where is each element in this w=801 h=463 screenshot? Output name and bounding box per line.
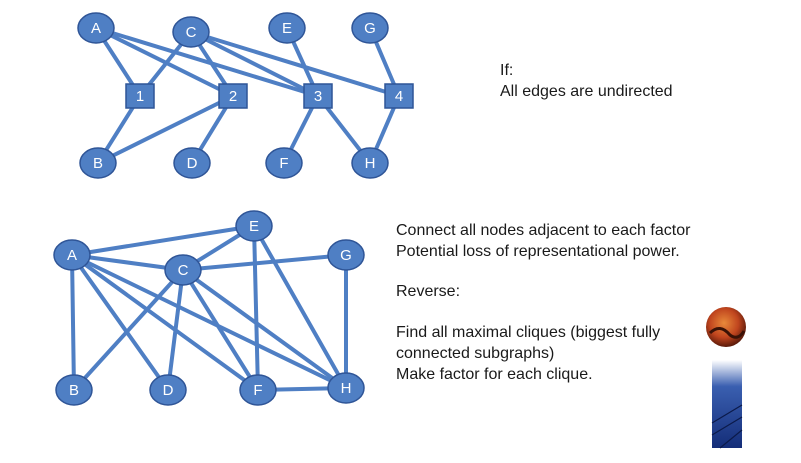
factor-node-3: 3 <box>303 83 333 109</box>
loss-text: Potential loss of representational power… <box>396 243 680 260</box>
bottom-node-label-a: A <box>67 247 77 264</box>
connect-text: Connect all nodes adjacent to each facto… <box>396 222 691 239</box>
bottom-edge-a-h <box>70 253 348 390</box>
factor-node-2: 2 <box>218 83 248 109</box>
top-node-label-b: B <box>93 155 103 172</box>
top-node-label-c: C <box>186 24 197 41</box>
bottom-edge-a-d <box>70 253 170 392</box>
condition-text: All edges are undirected <box>500 83 673 100</box>
bottom-edge-e-h <box>252 224 348 390</box>
top-node-h: H <box>351 147 389 179</box>
factor-text: Make factor for each clique. <box>396 366 593 383</box>
top-edge-c-4 <box>189 30 401 98</box>
bottom-node-d: D <box>149 374 187 406</box>
top-text-block: If: All edges are undirected <box>500 60 673 102</box>
bottom-node-label-g: G <box>340 247 352 264</box>
bottom-edge-a-e <box>70 224 256 257</box>
bottom-edge-a-b <box>70 253 76 392</box>
bottom-node-f: F <box>239 374 277 406</box>
top-edge-a-2 <box>94 26 235 98</box>
top-node-label-e: E <box>282 20 292 37</box>
factor-label-3: 3 <box>314 88 322 105</box>
top-edge-b-2 <box>96 94 235 165</box>
factor-node-4: 4 <box>384 83 414 109</box>
top-node-g: G <box>351 12 389 44</box>
condition-label: If: <box>500 62 514 79</box>
factor-graph-nodes: A C E G B D F H 1 2 3 4 <box>77 12 414 179</box>
top-edge-c-3 <box>189 30 320 98</box>
top-node-label-d: D <box>187 155 198 172</box>
bottom-text-block: Connect all nodes adjacent to each facto… <box>396 220 690 385</box>
bottom-edge-c-h <box>181 268 348 390</box>
bottom-edge-c-b <box>72 268 185 392</box>
cliques-text-1: Find all maximal cliques (biggest fully <box>396 324 661 341</box>
bottom-node-e: E <box>235 210 273 242</box>
top-node-d: D <box>173 147 211 179</box>
top-node-label-f: F <box>279 155 288 172</box>
top-node-label-a: A <box>91 20 101 37</box>
top-node-label-h: H <box>365 155 376 172</box>
bottom-node-g: G <box>327 239 365 271</box>
reverse-label: Reverse: <box>396 283 461 300</box>
bottom-node-h: H <box>327 372 365 404</box>
bottom-edge-c-g <box>181 253 348 272</box>
top-node-a: A <box>77 12 115 44</box>
top-node-c: C <box>172 16 210 48</box>
factor-label-4: 4 <box>395 88 403 105</box>
logo-icon <box>706 307 746 449</box>
bottom-node-label-c: C <box>178 262 189 279</box>
bottom-node-label-d: D <box>163 382 174 399</box>
bottom-node-label-f: F <box>253 382 262 399</box>
bottom-node-label-e: E <box>249 218 259 235</box>
factor-node-1: 1 <box>125 83 155 109</box>
top-edge-a-3 <box>94 26 320 98</box>
bottom-node-label-b: B <box>69 382 79 399</box>
bottom-node-c: C <box>164 254 202 286</box>
top-node-label-g: G <box>364 20 376 37</box>
bottom-edge-c-d <box>166 268 185 392</box>
bottom-edge-a-f <box>70 253 260 392</box>
bottom-edge-e-f <box>252 224 260 392</box>
bottom-node-label-h: H <box>341 380 352 397</box>
clique-graph-edges <box>70 224 348 392</box>
bottom-edge-c-f <box>181 268 260 392</box>
bottom-node-b: B <box>55 374 93 406</box>
factor-label-1: 1 <box>136 88 144 105</box>
factor-label-2: 2 <box>229 88 237 105</box>
clique-graph-nodes: A C E G B D F H <box>53 210 365 406</box>
top-node-f: F <box>265 147 303 179</box>
top-node-b: B <box>79 147 117 179</box>
bottom-node-a: A <box>53 239 91 271</box>
cliques-text-2: connected subgraphs) <box>396 345 555 362</box>
top-node-e: E <box>268 12 306 44</box>
